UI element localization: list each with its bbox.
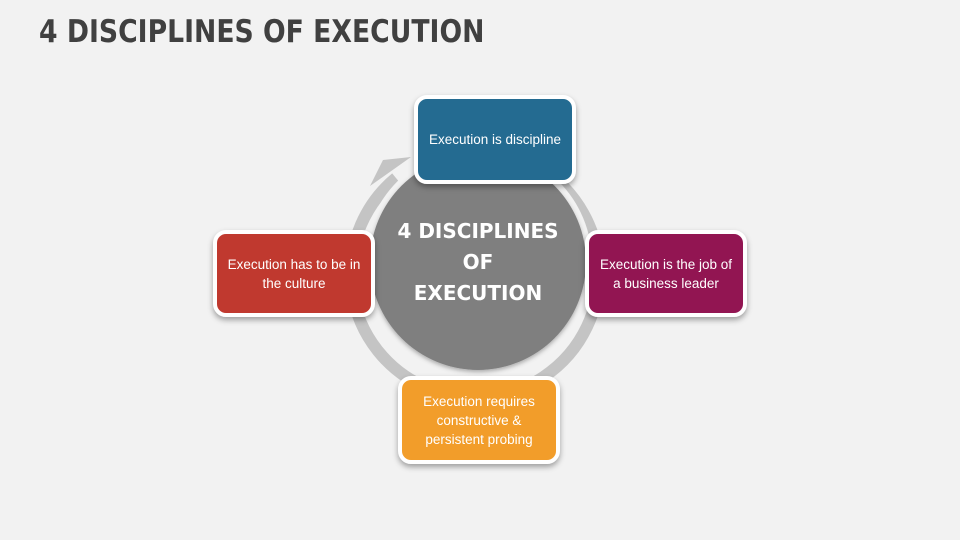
discipline-box-left: Execution has to be in the culture	[213, 230, 375, 317]
arrow-head-icon	[370, 157, 411, 186]
discipline-text: Execution requires constructive & persis…	[423, 393, 535, 447]
discipline-text: Execution is the job of a business leade…	[599, 256, 733, 291]
center-circle	[370, 154, 586, 370]
discipline-text: Execution has to be in the culture	[227, 256, 361, 291]
slide-title: 4 DISCIPLINES OF EXECUTION	[39, 14, 485, 50]
discipline-text: Execution is discipline	[428, 132, 562, 147]
discipline-box-top: Execution is discipline	[414, 95, 576, 184]
discipline-box-right: Execution is the job of a business leade…	[585, 230, 747, 317]
center-label: 4 DISCIPLINES OF EXECUTION	[378, 216, 578, 309]
center-line-2: OF	[462, 250, 494, 274]
discipline-box-bottom: Execution requires constructive & persis…	[398, 376, 560, 464]
center-line-3: EXECUTION	[413, 281, 543, 305]
center-line-1: 4 DISCIPLINES	[397, 219, 559, 243]
